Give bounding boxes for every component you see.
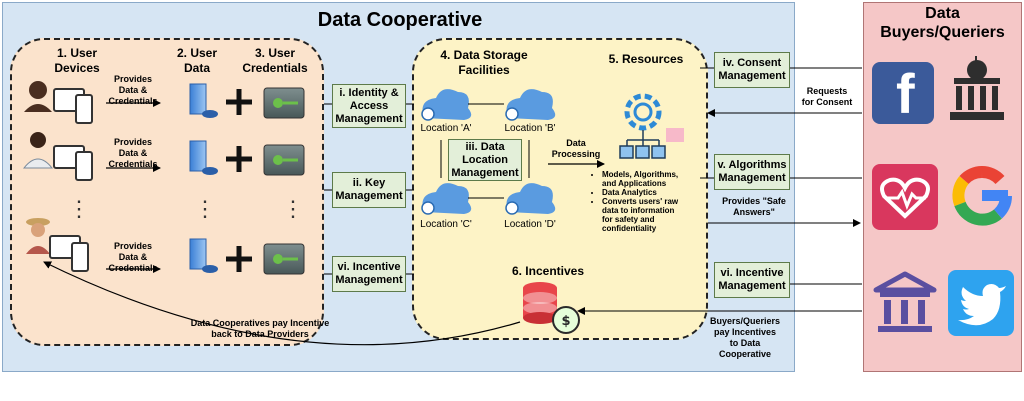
data-processing-label: Data Processing [551, 138, 601, 159]
requests-consent-label: Requests for Consent [801, 86, 853, 107]
device-icon-1 [53, 88, 93, 124]
plus-icon-3 [226, 246, 252, 272]
health-app-icon [872, 164, 938, 230]
algorithms-management: v. Algorithms Management [714, 154, 790, 190]
bank-icon [872, 270, 938, 336]
resource-item-converts: Converts users' raw data to information … [602, 197, 724, 233]
ellipsis-data: ⋮ [194, 196, 216, 221]
facebook-icon: f [872, 62, 934, 124]
user-avatar-woman-icon [24, 81, 52, 112]
ellipsis-devices: ⋮ [68, 196, 90, 221]
provides-label-2: Provides Data & Credentials [108, 137, 158, 169]
location-d-label: Location 'D' [504, 219, 556, 230]
location-c-label: Location 'C' [420, 219, 472, 230]
server-icon-1 [189, 83, 218, 118]
user-avatar-farmer-icon [26, 218, 50, 254]
provides-label-1: Provides Data & Credentials [108, 74, 158, 106]
google-icon [948, 162, 1016, 230]
safe-answers-label: Provides "Safe Answers" [722, 196, 786, 217]
page-title: Data Cooperative [317, 9, 483, 31]
provides-label-3: Provides Data & Credentials [108, 241, 158, 273]
government-building-icon [944, 56, 1010, 124]
dollar-coin-icon: $ [552, 306, 580, 334]
ellipsis-credentials: ⋮ [282, 196, 304, 221]
consent-management: iv. Consent Management [714, 52, 790, 88]
resources-list: Models, Algorithms, and Applications Dat… [592, 170, 724, 233]
svg-text:$: $ [561, 314, 570, 329]
incentive-management-left: vi. Incentive Management [332, 256, 406, 292]
pay-back-curve-arrow [43, 261, 521, 346]
section-incentives: 6. Incentives [511, 264, 585, 278]
cloud-icon-c [421, 183, 472, 215]
section-user-data: 2. User Data [176, 46, 218, 75]
device-icon-3 [49, 235, 89, 272]
coop-pay-label: Data Cooperatives pay Incentive back to … [190, 318, 330, 339]
key-icon-2 [263, 144, 305, 176]
identity-access-management: i. Identity & Access Management [332, 84, 406, 128]
buyers-title: Data Buyers/Queriers [880, 5, 1005, 41]
hierarchy-icon [619, 128, 684, 159]
resource-item-analytics: Data Analytics [602, 188, 724, 197]
server-icon-2 [189, 140, 218, 175]
twitter-icon [948, 270, 1014, 336]
plus-icon-2 [226, 146, 252, 172]
key-icon-1 [263, 87, 305, 119]
data-location-management: iii. Data Location Management [448, 139, 522, 181]
plus-icon-1 [226, 89, 252, 115]
buyers-pay-label: Buyers/Queriers pay Incentives to Data C… [709, 316, 781, 359]
user-avatar-doctor-icon [22, 132, 54, 169]
cloud-icon-b [505, 89, 556, 121]
section-user-credentials: 3. User Credentials [242, 46, 308, 75]
cloud-icon-a [421, 89, 472, 121]
key-icon-3 [263, 243, 305, 275]
incentive-management-right: vi. Incentive Management [714, 262, 790, 298]
cloud-icon-d [505, 183, 556, 215]
section-storage: 4. Data Storage Facilities [440, 48, 528, 77]
server-icon-3 [189, 238, 218, 273]
device-icon-2 [53, 145, 93, 181]
section-user-devices: 1. User Devices [54, 46, 100, 75]
location-a-label: Location 'A' [420, 123, 472, 134]
money-stack-icon [523, 282, 557, 324]
gear-icon [624, 93, 662, 131]
location-b-label: Location 'B' [504, 123, 556, 134]
resource-item-models: Models, Algorithms, and Applications [602, 170, 724, 188]
section-resources: 5. Resources [608, 52, 684, 66]
key-management: ii. Key Management [332, 172, 406, 208]
